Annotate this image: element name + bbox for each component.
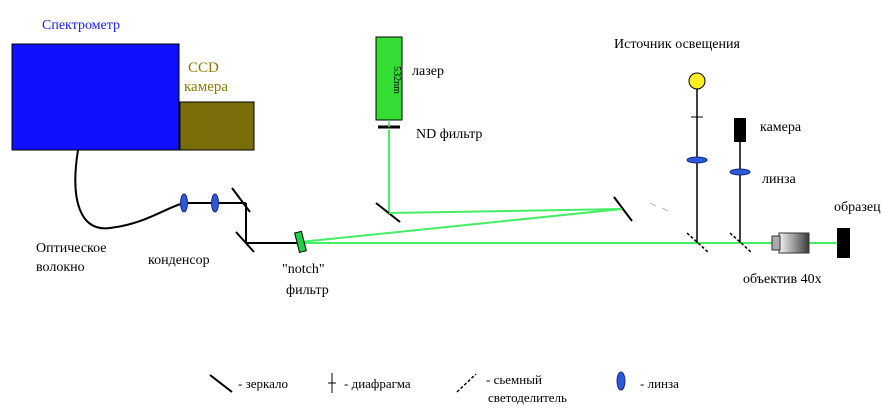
camera-block [734, 118, 746, 142]
laser-label: лазер [412, 64, 444, 79]
legend-mirror-label: - зеркало [238, 376, 288, 391]
laser-body [375, 36, 403, 121]
camera-lens [729, 168, 751, 176]
mirror-laser [375, 202, 401, 223]
sample-block [837, 228, 850, 258]
fiber-label-line1: Оптическое [36, 241, 107, 256]
legend-beamsplitter-label-line1: - сьемный [486, 372, 542, 387]
camera-label: камера [760, 120, 802, 135]
notch-filter [294, 230, 307, 254]
nd-filter-label: ND фильтр [416, 127, 483, 142]
legend-beamsplitter-label-line2: светоделитель [488, 390, 567, 405]
light-source-label: Источник освещения [614, 37, 740, 52]
notch-label-line2: фильтр [286, 283, 329, 298]
condenser-lens-1 [180, 193, 188, 213]
spectrometer-label: Спектрометр [42, 18, 121, 33]
laser-wavelength: 532nm [391, 66, 402, 94]
legend-beamsplitter-icon [456, 373, 477, 393]
illumination-lens [686, 156, 708, 164]
objective-label: объектив 40x [743, 272, 822, 287]
legend-lens-icon [616, 371, 626, 391]
ccd-label-line2: камера [184, 79, 229, 95]
notch-label-line1: "notch" [282, 262, 325, 277]
mirror-upper [231, 187, 251, 213]
beam-to-notch [299, 208, 623, 243]
fiber-label-line2: волокно [36, 260, 85, 275]
legend-lens-label: - линза [640, 376, 679, 391]
objective-lens [778, 232, 810, 254]
mirror-lower [235, 231, 255, 253]
ccd-camera-block [179, 101, 255, 151]
optical-fiber [74, 149, 185, 230]
condenser-lens-2 [211, 193, 219, 213]
legend-mirror-icon [209, 374, 233, 393]
legend-diaphragm-label: - диафрагма [344, 376, 411, 391]
beam-right [388, 208, 623, 214]
lens-label: линза [762, 172, 796, 187]
light-bulb [688, 72, 706, 90]
spectrometer-block [11, 43, 180, 151]
condenser-label: конденсор [148, 253, 210, 268]
ccd-label-line1: CCD [188, 60, 219, 76]
mirror-right [613, 196, 633, 222]
sample-label: образец [834, 200, 881, 215]
